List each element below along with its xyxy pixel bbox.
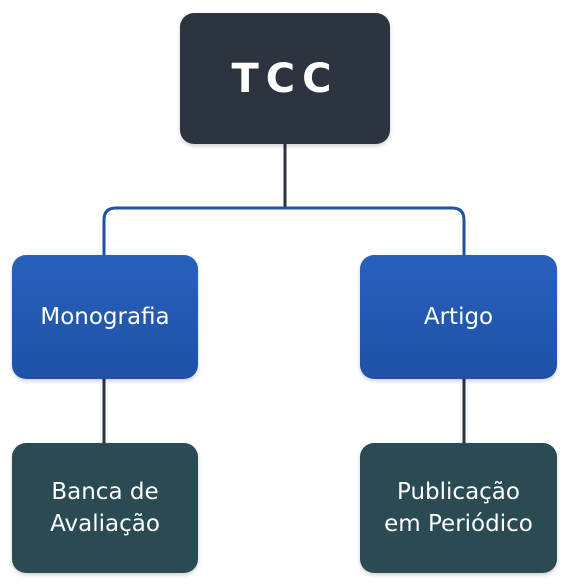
root-node-label: TCC [231, 55, 339, 102]
connector-junction-horizontal [102, 206, 466, 256]
leaf-line-2: em Periódico [384, 511, 533, 537]
leaf-node-text-publicacao: Publicação em Periódico [384, 476, 533, 540]
leaf-line-1: Banca de [51, 479, 159, 505]
branch-node-monografia: Monografia [12, 255, 198, 379]
root-node-tcc: TCC [180, 13, 390, 144]
leaf-node-publicacao-em-periodico: Publicação em Periódico [360, 443, 557, 573]
leaf-line-2: Avaliação [50, 511, 160, 537]
branch-node-label-monografia: Monografia [40, 304, 170, 330]
leaf-node-text-banca: Banca de Avaliação [50, 476, 160, 540]
branch-node-label-artigo: Artigo [423, 304, 494, 330]
branch-node-artigo: Artigo [360, 255, 557, 379]
leaf-node-banca-de-avaliacao: Banca de Avaliação [12, 443, 198, 573]
leaf-line-1: Publicação [397, 479, 520, 505]
